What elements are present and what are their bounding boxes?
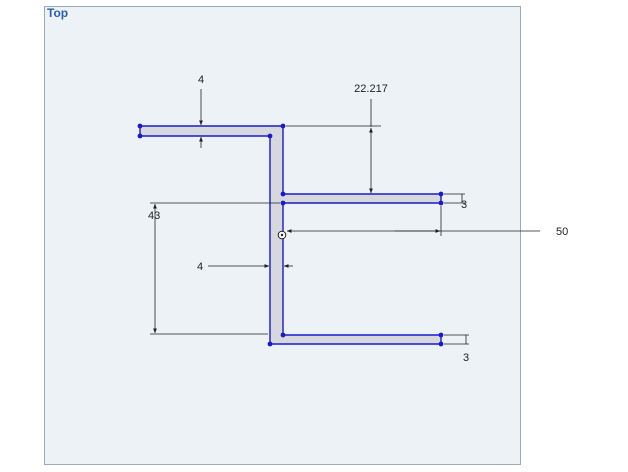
vertex[interactable] xyxy=(438,191,444,197)
vertex[interactable] xyxy=(267,133,273,139)
vertex[interactable] xyxy=(438,332,444,338)
dimension-label-height[interactable]: 43 xyxy=(148,210,160,222)
vertex[interactable] xyxy=(438,200,444,206)
dimension-label-web-thickness[interactable]: 4 xyxy=(197,261,203,273)
dimension-length[interactable] xyxy=(286,206,540,236)
profile-edges[interactable] xyxy=(139,125,442,345)
dimension-label-length[interactable]: 50 xyxy=(556,226,568,238)
plane-label: Top xyxy=(47,6,68,20)
vertex[interactable] xyxy=(137,133,143,139)
dimension-label-top-flange-thickness[interactable]: 4 xyxy=(198,74,204,86)
vertex[interactable] xyxy=(280,191,286,197)
vertex[interactable] xyxy=(267,341,273,347)
profile-fill xyxy=(140,126,441,344)
vertex[interactable] xyxy=(137,123,143,129)
dimension-flange-offset[interactable] xyxy=(286,99,381,194)
vertex[interactable] xyxy=(438,341,444,347)
vertex[interactable] xyxy=(280,332,286,338)
dimension-bottom-flange-thickness[interactable] xyxy=(444,334,469,345)
dimension-height[interactable] xyxy=(150,202,280,335)
vertex[interactable] xyxy=(280,200,286,206)
dimension-label-middle-flange-thickness[interactable]: 3 xyxy=(461,199,467,211)
dimension-middle-flange-thickness[interactable] xyxy=(444,193,465,204)
dimension-label-bottom-flange-thickness[interactable]: 3 xyxy=(463,352,469,364)
origin-icon[interactable] xyxy=(277,230,287,240)
dimension-label-flange-offset[interactable]: 22.217 xyxy=(354,83,388,95)
vertex[interactable] xyxy=(280,123,286,129)
sketch-vertices[interactable] xyxy=(137,123,444,347)
